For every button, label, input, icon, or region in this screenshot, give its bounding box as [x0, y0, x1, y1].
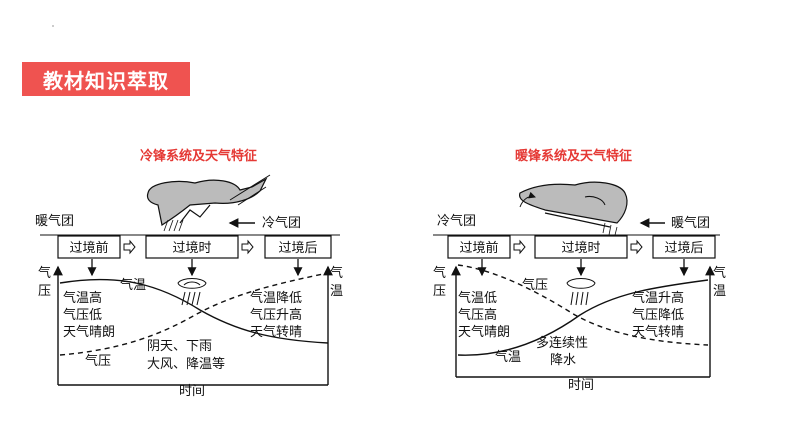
cold-after-line-2: 气压升高	[250, 307, 302, 323]
warm-before-line-3: 天气晴朗	[458, 324, 510, 340]
cold-pressure-curve	[59, 272, 329, 356]
cold-curve-pressure-label: 气压	[85, 353, 111, 369]
warm-rain-icon	[566, 278, 596, 306]
cold-axis-left-char-2: 压	[38, 284, 51, 299]
cold-front-title: 冷锋系统及天气特征	[140, 149, 258, 164]
warm-pressure-curve	[457, 264, 709, 346]
cold-temp-curve	[59, 278, 329, 344]
warm-before-line-2: 气压高	[458, 307, 497, 323]
warm-warm-mass-label: 暖气团	[671, 215, 710, 231]
cold-storm-icon	[177, 278, 207, 306]
cold-stage-before: 过境前	[69, 240, 108, 256]
cold-stage-box-after	[264, 235, 332, 259]
cold-axis-bottom: 时间	[179, 384, 205, 399]
warm-temp-curve	[457, 279, 709, 356]
cold-after-line-3: 天气转晴	[250, 324, 302, 340]
cold-warm-mass-label: 暖气团	[35, 213, 74, 229]
cold-axis-right-char-2: 温	[330, 284, 343, 299]
decorative-dot	[52, 25, 54, 27]
cold-stage-after: 过境后	[278, 241, 317, 256]
cold-before-line-3: 天气晴朗	[63, 324, 115, 340]
warm-front-title: 暖锋系统及天气特征	[515, 149, 633, 164]
cold-front-cloud-icon	[146, 174, 271, 232]
warm-axis-left-char-2: 压	[433, 284, 446, 299]
cold-axis-left-char-1: 气	[38, 265, 51, 281]
cold-stage-box-during	[145, 235, 239, 259]
warm-front-diagram: 冷气团 暖气团 过境前 过境时 过境后 气 压 气 温 时间 气压 气温 气温低…	[433, 181, 726, 393]
cold-during-line-1: 阴天、下雨	[147, 339, 212, 354]
warm-during-line-1: 多连续性	[536, 335, 588, 351]
cold-front-diagram: 暖气团 冷气团 过境前 过境时 过境后 气 压 气 温 时间 气温 气压 气温高…	[35, 174, 343, 399]
warm-stage-before: 过境前	[459, 240, 498, 256]
warm-stage-arrow-2-icon	[630, 239, 643, 255]
cold-during-line-2: 大风、降温等	[147, 356, 225, 372]
warm-after-line-3: 天气转晴	[632, 324, 684, 340]
warm-cold-mass-label: 冷气团	[437, 213, 476, 229]
warm-curve-pressure-label: 气压	[522, 277, 548, 293]
warm-during-line-2: 降水	[550, 353, 576, 368]
warm-axis-bottom: 时间	[568, 378, 594, 393]
section-header: 教材知识萃取	[22, 62, 190, 96]
warm-after-line-2: 气压降低	[632, 307, 684, 323]
cold-before-line-1: 气温高	[63, 290, 102, 306]
cold-after-line-1: 气温降低	[250, 290, 302, 306]
cold-stage-box-before	[57, 235, 121, 259]
cold-before-line-2: 气压低	[63, 307, 102, 323]
cold-cold-mass-label: 冷气团	[262, 215, 301, 231]
warm-axis-right-char-2: 温	[713, 284, 726, 299]
warm-axis-right-char-1: 气	[713, 265, 726, 281]
warm-stage-box-before	[447, 235, 511, 259]
warm-stage-box-after	[652, 235, 716, 259]
warm-axis-left-char-1: 气	[433, 265, 446, 281]
warm-stage-during: 过境时	[561, 241, 600, 256]
warm-stage-box-during	[534, 235, 628, 259]
cold-stage-arrow-1-icon	[123, 239, 136, 255]
warm-front-cloud-icon	[519, 181, 628, 236]
cold-stage-arrow-2-icon	[241, 239, 254, 255]
cold-axis-right-char-1: 气	[330, 265, 343, 281]
warm-after-line-1: 气温升高	[632, 290, 684, 306]
cold-curve-temp-label: 气温	[120, 277, 146, 293]
cold-stage-during: 过境时	[172, 241, 211, 256]
warm-stage-after: 过境后	[664, 241, 703, 256]
warm-curve-temp-label: 气温	[495, 349, 521, 365]
warm-before-line-1: 气温低	[458, 290, 497, 306]
warm-stage-arrow-1-icon	[513, 239, 526, 255]
